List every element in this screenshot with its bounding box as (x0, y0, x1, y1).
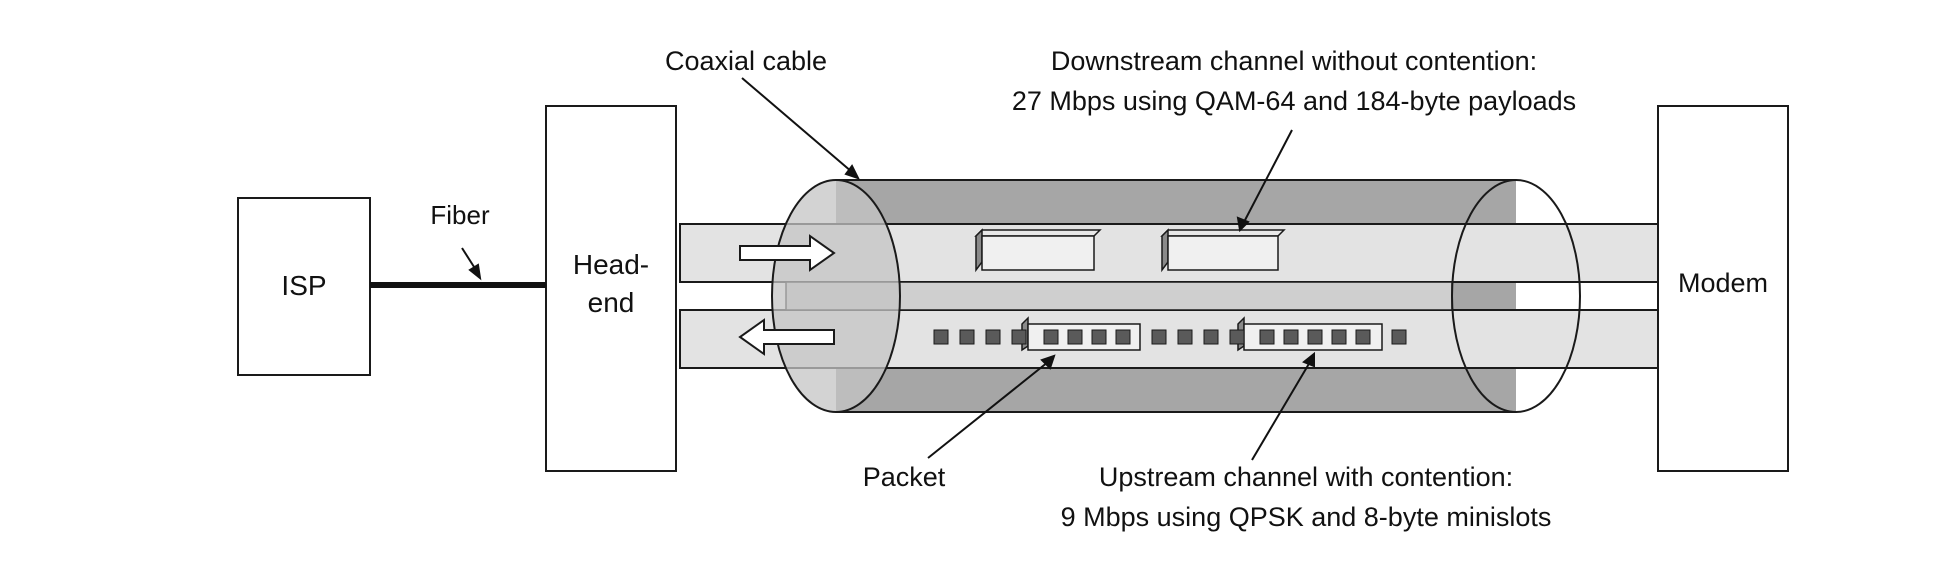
downstream-packet (1160, 228, 1286, 273)
headend-label-line1: Head- (573, 249, 649, 280)
minislot (1177, 329, 1193, 345)
downstream-arrow-icon (739, 234, 836, 272)
minislot (1067, 329, 1083, 345)
minislot (1283, 329, 1299, 345)
upstream-label-line2: 9 Mbps using QPSK and 8-byte minislots (1061, 502, 1552, 532)
upstream-arrow-icon (738, 318, 835, 356)
minislot (1115, 329, 1131, 345)
modem-box (1657, 105, 1789, 472)
minislot (1229, 329, 1245, 345)
modem-label: Modem (1678, 268, 1768, 298)
isp-box (237, 197, 371, 376)
downstream-label-line2: 27 Mbps using QAM-64 and 184-byte payloa… (1012, 86, 1576, 116)
minislot (1091, 329, 1107, 345)
minislot (1391, 329, 1407, 345)
minislot (1355, 329, 1371, 345)
fiber-label: Fiber (430, 200, 490, 230)
downstream-pointer-arrowhead (1236, 216, 1250, 233)
cable-left-end (771, 178, 901, 414)
upstream-minislots (933, 329, 1407, 345)
upstream-pointer (1251, 361, 1311, 461)
minislot (985, 329, 1001, 345)
coax-pointer (741, 77, 853, 173)
cable-ends (771, 178, 1581, 414)
upstream-pointer-arrowhead (1302, 351, 1315, 368)
downstream-pointer (1243, 129, 1293, 223)
fiber-pointer-arrowhead (468, 263, 482, 281)
isp-label: ISP (281, 270, 326, 301)
minislot (933, 329, 949, 345)
packet-pointer-arrowhead (1040, 354, 1056, 370)
upstream-label-line1: Upstream channel with contention: (1099, 462, 1513, 492)
minislot (1203, 329, 1219, 345)
minislot (1011, 329, 1027, 345)
pointer-lines (461, 77, 1315, 461)
minislot (1259, 329, 1275, 345)
cable-right-end-rim (1451, 179, 1517, 413)
minislot (1043, 329, 1059, 345)
cable-right-end-face (1515, 179, 1581, 413)
fiber-pointer (461, 247, 477, 271)
minislot (1151, 329, 1167, 345)
packet-label: Packet (863, 462, 946, 492)
upstream-packet (1021, 316, 1141, 352)
minislot (1331, 329, 1347, 345)
headend-label-line2: end (588, 287, 635, 318)
minislot (1307, 329, 1323, 345)
headend-box (545, 105, 677, 472)
downstream-label-line1: Downstream channel without contention: (1051, 46, 1537, 76)
coax-pointer-arrowhead (844, 164, 860, 180)
coax-label: Coaxial cable (665, 46, 827, 76)
minislot (959, 329, 975, 345)
downstream-packet (974, 228, 1102, 273)
packet-pointer (927, 361, 1049, 459)
